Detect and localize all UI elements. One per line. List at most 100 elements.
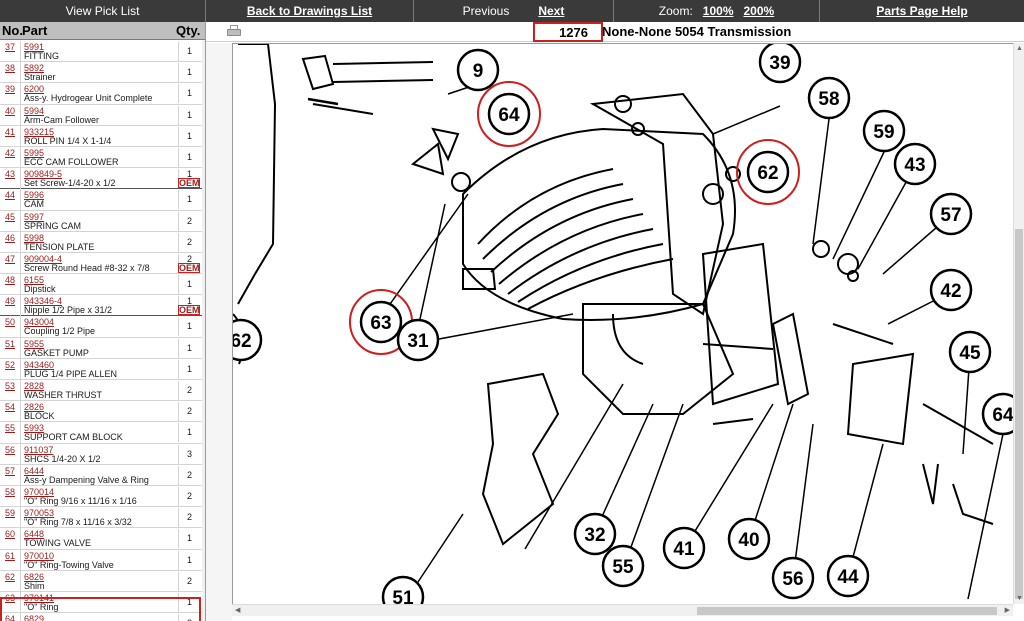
back-to-drawings-link[interactable]: Back to Drawings List — [246, 4, 373, 18]
part-id-link[interactable]: 6448 — [24, 529, 45, 540]
part-id-link[interactable]: 5996 — [24, 190, 45, 201]
part-id-link[interactable]: 970010 — [24, 550, 55, 561]
part-number-link[interactable]: 41 — [5, 126, 16, 137]
callout-56[interactable]: 56 — [771, 556, 815, 600]
callout-59[interactable]: 59 — [862, 109, 906, 153]
part-number-link[interactable]: 53 — [5, 381, 16, 391]
horizontal-scroll-thumb[interactable] — [697, 607, 997, 615]
part-id-link[interactable]: 970053 — [24, 508, 55, 519]
part-number-link[interactable]: 44 — [5, 190, 16, 201]
part-number-link[interactable]: 55 — [5, 423, 16, 434]
part-id-link[interactable]: 943004 — [24, 317, 55, 328]
part-id-link[interactable]: 6444 — [24, 465, 45, 476]
part-number-link[interactable]: 47 — [5, 253, 16, 264]
part-id-link[interactable]: 5993 — [24, 423, 45, 434]
part-number-link[interactable]: 38 — [5, 63, 16, 74]
part-number-link[interactable]: 64 — [5, 614, 16, 621]
callout-label: 64 — [498, 105, 520, 126]
zoom-100-link[interactable]: 100% — [702, 4, 734, 18]
part-description: SPRING CAM — [24, 220, 82, 231]
part-id-link[interactable]: 970014 — [24, 486, 55, 497]
callout-62[interactable]: 62 — [233, 318, 263, 362]
parts-scrollbar[interactable] — [202, 40, 205, 621]
part-number-link[interactable]: 39 — [5, 84, 16, 95]
part-number-link[interactable]: 46 — [5, 232, 16, 243]
part-number-link[interactable]: 51 — [5, 338, 16, 349]
callout-55[interactable]: 55 — [601, 544, 645, 588]
part-id-link[interactable]: 5991 — [24, 42, 45, 52]
view-pick-list-link[interactable]: View Pick List — [65, 4, 140, 18]
part-id-link[interactable]: 5892 — [24, 63, 45, 74]
callout-63[interactable]: 63 — [349, 289, 413, 355]
part-id-link[interactable]: 5955 — [24, 338, 45, 349]
callout-highlight-ring — [477, 81, 541, 147]
oem-badge[interactable]: OEM — [178, 305, 200, 316]
part-id-link[interactable]: 5997 — [24, 211, 45, 222]
callout-32[interactable]: 32 — [573, 512, 617, 556]
part-number-link[interactable]: 63 — [5, 592, 16, 603]
part-number-link[interactable]: 45 — [5, 211, 16, 222]
part-id-link[interactable]: 5998 — [24, 232, 45, 243]
callout-44[interactable]: 44 — [826, 554, 870, 598]
part-number-link[interactable]: 48 — [5, 275, 16, 286]
part-id-link[interactable]: 6826 — [24, 571, 45, 582]
part-id-link[interactable]: 5994 — [24, 105, 45, 116]
part-number-link[interactable]: 54 — [5, 402, 16, 413]
part-id-link[interactable]: 933215 — [24, 126, 55, 137]
callout-label: 57 — [940, 205, 961, 226]
previous-link[interactable]: Previous — [462, 4, 510, 18]
part-number-link[interactable]: 60 — [5, 529, 16, 540]
callout-43[interactable]: 43 — [893, 142, 937, 186]
vertical-scroll-thumb[interactable] — [1015, 229, 1023, 599]
part-id-link[interactable]: 6200 — [24, 84, 45, 95]
part-number-link[interactable]: 40 — [5, 105, 16, 116]
part-number-link[interactable]: 49 — [5, 296, 16, 307]
callout-label: 39 — [769, 53, 790, 74]
part-id-link[interactable]: 911037 — [24, 444, 54, 455]
printer-icon[interactable] — [227, 25, 241, 37]
callout-57[interactable]: 57 — [929, 192, 973, 236]
part-number-link[interactable]: 58 — [5, 486, 16, 497]
part-number-link[interactable]: 62 — [5, 571, 16, 582]
callout-40[interactable]: 40 — [727, 517, 771, 561]
callout-45[interactable]: 45 — [948, 330, 992, 374]
callout-51[interactable]: 51 — [381, 575, 425, 604]
part-number-link[interactable]: 42 — [5, 147, 16, 158]
part-number-link[interactable]: 43 — [5, 169, 16, 180]
callout-39[interactable]: 39 — [758, 44, 802, 84]
part-number-link[interactable]: 59 — [5, 508, 16, 519]
part-id-link[interactable]: 943460 — [24, 359, 55, 370]
callout-62[interactable]: 62 — [736, 139, 800, 205]
callout-41[interactable]: 41 — [662, 526, 706, 570]
part-number-link[interactable]: 57 — [5, 465, 16, 476]
callout-64[interactable]: 64 — [477, 81, 541, 147]
next-link[interactable]: Next — [538, 4, 565, 18]
part-number-link[interactable]: 37 — [5, 42, 16, 52]
part-id-link[interactable]: 943346-4 — [24, 296, 63, 307]
parts-page-help-link[interactable]: Parts Page Help — [876, 4, 968, 18]
callout-9[interactable]: 9 — [456, 48, 500, 92]
part-number-link[interactable]: 61 — [5, 550, 16, 561]
part-id-link[interactable]: 2826 — [24, 402, 45, 413]
part-id-link[interactable]: 6155 — [24, 275, 45, 286]
part-number-link[interactable]: 52 — [5, 359, 16, 370]
part-id-link[interactable]: 909849-5 — [24, 169, 63, 180]
callout-42[interactable]: 42 — [929, 268, 973, 312]
part-id-link[interactable]: 5995 — [24, 147, 45, 158]
oem-badge[interactable]: OEM — [178, 262, 200, 273]
oem-badge[interactable]: OEM — [178, 178, 200, 189]
zoom-200-link[interactable]: 200% — [743, 4, 775, 18]
part-id-link[interactable]: 2828 — [24, 381, 45, 391]
part-id-link[interactable]: 6829 — [24, 614, 45, 621]
drawing-vertical-scrollbar[interactable]: ▲ ▼ — [1013, 43, 1024, 604]
callout-31[interactable]: 31 — [396, 318, 440, 362]
drawing-horizontal-scrollbar[interactable]: ◀ ▶ — [232, 604, 1013, 616]
part-number-link[interactable]: 56 — [5, 444, 16, 455]
part-id-link[interactable]: 909004-4 — [24, 253, 63, 264]
part-number-link[interactable]: 50 — [5, 317, 16, 328]
callout-58[interactable]: 58 — [807, 76, 851, 120]
callout-64[interactable]: 64 — [981, 392, 1013, 436]
